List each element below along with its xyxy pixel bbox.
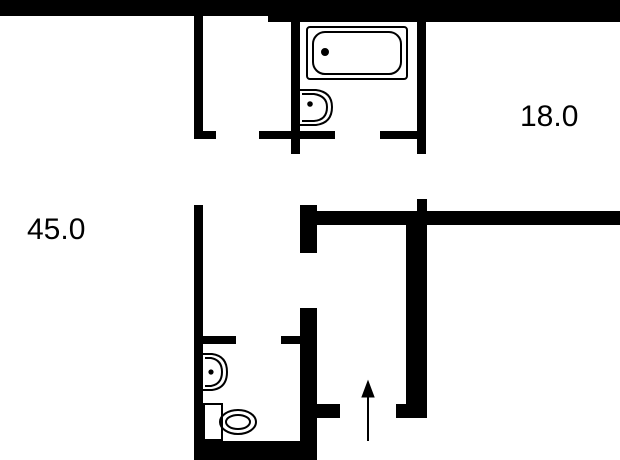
wall-stub-left bbox=[194, 131, 216, 139]
wall-partition-left-lower bbox=[194, 205, 203, 460]
wall-partition-left-upper bbox=[194, 16, 203, 138]
wall-bath-right bbox=[417, 16, 426, 154]
wall-entry-stub-right bbox=[396, 404, 427, 418]
interior-walls bbox=[194, 16, 427, 460]
wall-wc-stub-left bbox=[194, 336, 236, 344]
toilet-icon bbox=[203, 403, 257, 441]
wall-corridor-left bbox=[300, 308, 317, 460]
wall-wc-stub-right bbox=[281, 336, 307, 344]
washbasin-icon bbox=[300, 89, 334, 126]
wall-right-room-bottom bbox=[300, 211, 620, 225]
wall-bottom bbox=[194, 441, 304, 460]
wc-washbasin-icon bbox=[203, 353, 229, 391]
room-area-left: 45.0 bbox=[27, 213, 86, 246]
wall-corridor-left-top bbox=[300, 205, 317, 253]
entrance-arrow-icon bbox=[361, 379, 375, 441]
wall-corridor-right-upper bbox=[417, 199, 427, 229]
wall-stub-right bbox=[380, 131, 426, 139]
wall-entry-stub-left bbox=[300, 404, 340, 418]
wall-bath-left bbox=[291, 16, 300, 154]
wall-top-left bbox=[0, 0, 270, 16]
wall-top-right bbox=[268, 0, 620, 22]
room-area-right: 18.0 bbox=[520, 100, 579, 133]
wall-corridor-right bbox=[406, 225, 427, 418]
bathtub-icon bbox=[306, 26, 408, 80]
